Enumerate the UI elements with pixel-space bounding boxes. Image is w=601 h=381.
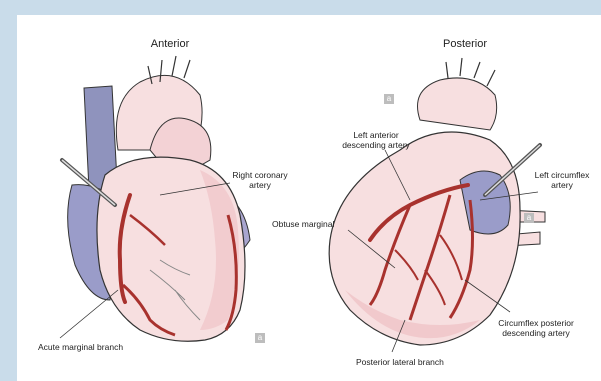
- label-posterior-lateral-branch: Posterior lateral branch: [356, 357, 444, 367]
- label-circumflex-posterior-line1: Circumflex posterior: [486, 318, 586, 328]
- label-right-coronary-line2: artery: [220, 180, 300, 190]
- anterior-heading: Anterior: [110, 38, 230, 50]
- label-circumflex-posterior-descending: Circumflex posterior descending artery: [486, 318, 586, 338]
- posterior-heading: Posterior: [405, 38, 525, 50]
- watermark-mark: a: [384, 94, 394, 104]
- label-right-coronary-line1: Right coronary: [220, 170, 300, 180]
- watermark-mark: a: [255, 333, 265, 343]
- label-left-anterior-descending: Left anterior descending artery: [326, 130, 426, 150]
- label-acute-marginal-branch: Acute marginal branch: [38, 342, 123, 352]
- label-left-circumflex-artery: Left circumflex artery: [528, 170, 596, 190]
- label-lad-line2: descending artery: [326, 140, 426, 150]
- posterior-heart-body: [329, 132, 520, 345]
- posterior-aorta: [418, 78, 497, 130]
- anterior-heart: [60, 56, 250, 341]
- label-right-coronary-artery: Right coronary artery: [220, 170, 300, 190]
- label-circumflex-posterior-line2: descending artery: [486, 328, 586, 338]
- posterior-heart: [329, 58, 545, 352]
- label-obtuse-marginal: Obtuse marginal: [272, 219, 334, 229]
- label-lad-line1: Left anterior: [326, 130, 426, 140]
- watermark-mark: a: [524, 213, 534, 223]
- label-left-circumflex-line2: artery: [528, 180, 596, 190]
- label-left-circumflex-line1: Left circumflex: [528, 170, 596, 180]
